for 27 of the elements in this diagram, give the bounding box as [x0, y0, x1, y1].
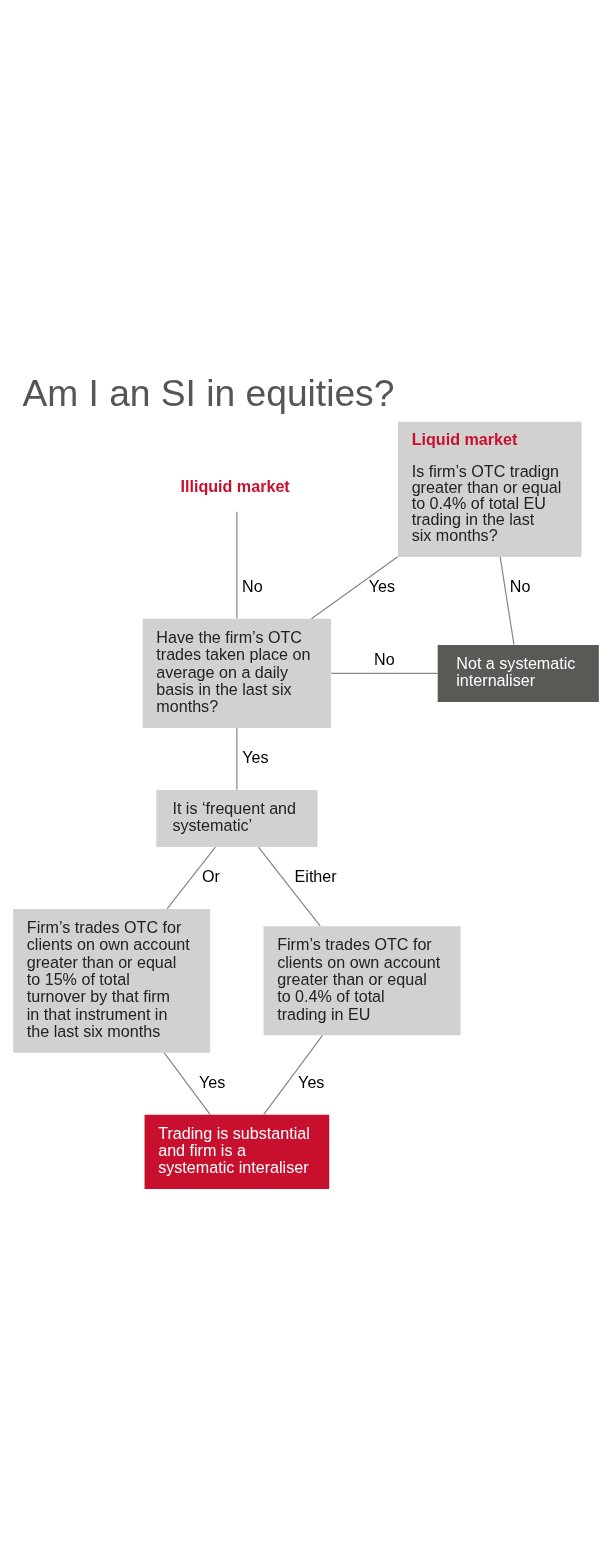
connector [236, 511, 238, 620]
connector [263, 1034, 324, 1116]
node-box: Firm’s trades OTC for clients on own account greater than or equal to 15% of total turnover by that firm in that instrument in the last six months [13, 908, 211, 1053]
connector [310, 556, 399, 620]
edge-label: No [242, 577, 263, 596]
node-box: Have the firm’s OTC trades taken place on average on a daily basis in the last six months? [142, 618, 332, 728]
edge-label: Yes [368, 577, 396, 596]
edge-label: Yes [298, 1072, 325, 1091]
connector [499, 556, 515, 646]
diagram-title: Am I an SI in equities? [22, 371, 395, 414]
connector [236, 727, 238, 791]
node-box: Firm’s trades OTC for clients on own account greater than or equal to 0.4% of total trading in EU [263, 926, 461, 1036]
node-text: Illiquid market [180, 477, 290, 496]
connector [163, 1052, 211, 1116]
node-box: Trading is substantial and firm is a systematic interaliser [144, 1114, 330, 1190]
node-box: It is ‘frequent and systematic’ [156, 789, 318, 847]
edge-label: Yes [242, 748, 269, 767]
edge-label: Or [201, 867, 220, 886]
node-box: Not a systematic internaliser [437, 644, 599, 702]
connector [257, 846, 321, 927]
edge-label: Either [294, 867, 337, 886]
connector [330, 672, 439, 674]
edge-label: No [509, 577, 531, 596]
edge-label: No [374, 650, 395, 669]
connector [166, 846, 216, 910]
node-box: Liquid market Is firm’s OTC tradign greater than or equal to 0.4% of total EU trading in the last six months? [398, 421, 582, 557]
edge-label: Yes [198, 1072, 226, 1091]
